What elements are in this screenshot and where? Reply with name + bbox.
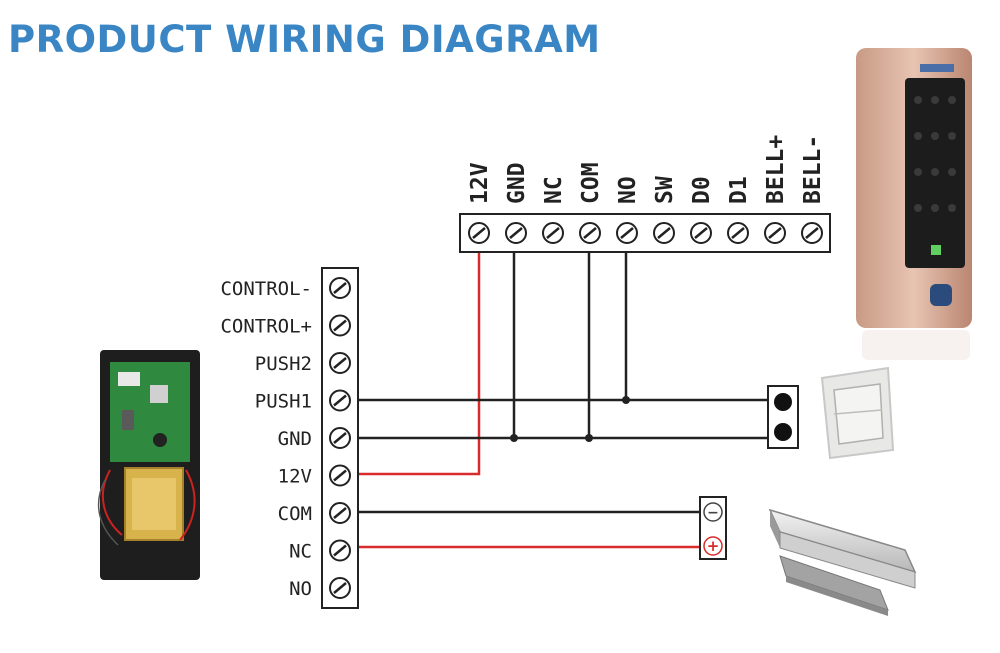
terminal-screw — [329, 277, 351, 299]
keypad-reader — [856, 48, 972, 360]
keypad-key — [948, 168, 956, 176]
reader-terminal-label: D0 — [689, 176, 715, 204]
lock-connector: − + — [699, 496, 727, 560]
reader-terminal-label: BELL- — [800, 135, 826, 204]
keypad-key — [914, 204, 922, 212]
magnetic-lock — [768, 508, 917, 616]
keypad-keys — [914, 96, 956, 212]
terminal-screw — [329, 389, 351, 412]
power-terminal-label: NC — [289, 541, 312, 563]
terminal-screw — [329, 314, 351, 337]
terminal-screw — [801, 222, 823, 244]
exit-button-connector — [767, 385, 799, 449]
terminal-screw — [690, 222, 712, 244]
terminal-screw — [579, 222, 601, 244]
terminal-screw — [764, 222, 786, 244]
keypad-key — [931, 132, 939, 140]
reader-terminal-label: BELL+ — [763, 135, 789, 204]
power-terminal-label: PUSH1 — [255, 391, 312, 413]
reader-terminal-label: 12V — [467, 162, 493, 204]
reader-terminal-label: D1 — [726, 176, 752, 204]
keypad-key — [948, 96, 956, 104]
keypad-key — [948, 204, 956, 212]
terminal-screw — [329, 352, 351, 374]
terminal-screw — [542, 222, 564, 244]
keypad-key — [914, 132, 922, 140]
junction-dot — [585, 434, 593, 442]
terminal-screw — [329, 577, 351, 599]
reader-terminal-label: NO — [615, 176, 641, 204]
junction-dot — [510, 434, 518, 442]
wires — [340, 252, 772, 549]
reader-terminal-label: GND — [504, 162, 530, 204]
terminal-screw — [329, 502, 351, 524]
power-terminal-label: 12V — [278, 466, 312, 488]
terminal-screw — [505, 222, 527, 244]
terminal-screw — [329, 464, 351, 487]
terminal-screw — [329, 539, 351, 562]
power-terminal-label: CONTROL- — [220, 278, 312, 300]
reader-terminal-block: 12V GND NC COM NO SW D0 D1 BELL+ BELL- — [459, 135, 831, 253]
reader-terminal-label: SW — [652, 176, 678, 204]
power-terminal-label: COM — [278, 503, 312, 525]
exit-button — [820, 366, 895, 460]
terminal-screw — [329, 427, 351, 449]
terminal-screw — [727, 222, 749, 244]
keypad-key — [931, 168, 939, 176]
diagram-title: PRODUCT WIRING DIAGRAM — [8, 18, 601, 61]
power-terminal-label: PUSH2 — [255, 353, 312, 375]
power-terminal-label: CONTROL+ — [220, 316, 312, 338]
wire-12v — [340, 252, 481, 476]
lock-negative-symbol: − — [707, 505, 719, 521]
lock-positive-symbol: + — [707, 537, 720, 555]
power-terminal-label: GND — [278, 428, 312, 450]
terminal-screw — [616, 222, 638, 244]
keypad-key — [914, 96, 922, 104]
terminal-screw — [653, 222, 675, 244]
reader-terminal-label: NC — [541, 176, 567, 204]
reader-terminal-label: COM — [578, 162, 604, 204]
keypad-key — [948, 132, 956, 140]
fingerprint-sensor-icon — [930, 284, 952, 306]
keypad-key — [931, 204, 939, 212]
terminal-screw — [468, 222, 490, 244]
power-supply-unit — [97, 350, 200, 580]
keypad-key — [914, 168, 922, 176]
keypad-key — [931, 96, 939, 104]
junction-dot — [622, 396, 630, 404]
status-led-icon — [931, 245, 941, 255]
power-terminal-label: NO — [289, 578, 312, 600]
